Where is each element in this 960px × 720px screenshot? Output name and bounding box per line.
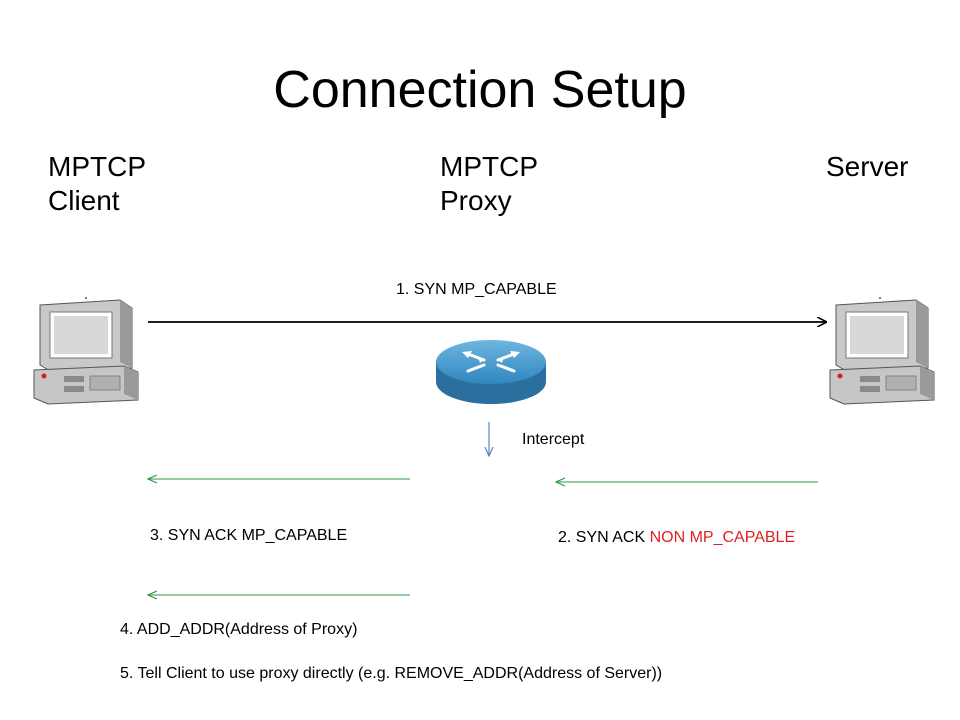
client-label-line2: Client <box>48 185 120 216</box>
message-3-label: 3. SYN ACK MP_CAPABLE <box>150 527 348 544</box>
message-2-highlight: NON MP_CAPABLE <box>649 529 796 546</box>
server-computer-icon <box>829 297 935 405</box>
message-2-prefix: 2. SYN ACK <box>558 529 650 546</box>
client-computer-icon <box>33 297 139 405</box>
proxy-label-line1: MPTCP <box>440 151 538 182</box>
message-1-label: 1. SYN MP_CAPABLE <box>396 281 557 298</box>
proxy-label-line2: Proxy <box>440 185 512 216</box>
proxy-router-icon <box>436 340 546 404</box>
diagram-title: Connection Setup <box>273 61 687 119</box>
message-4-label: 4. ADD_ADDR(Address of Proxy) <box>120 621 358 638</box>
client-label-line1: MPTCP <box>48 151 146 182</box>
client-label: MPTCP Client <box>48 150 146 218</box>
message-2-label: 2. SYN ACK NON MP_CAPABLE <box>558 528 795 548</box>
server-label: Server <box>826 150 908 184</box>
proxy-label: MPTCP Proxy <box>440 150 538 218</box>
message-5-label: 5. Tell Client to use proxy directly (e.… <box>120 665 663 682</box>
server-label-line1: Server <box>826 151 909 182</box>
intercept-label: Intercept <box>522 431 585 448</box>
